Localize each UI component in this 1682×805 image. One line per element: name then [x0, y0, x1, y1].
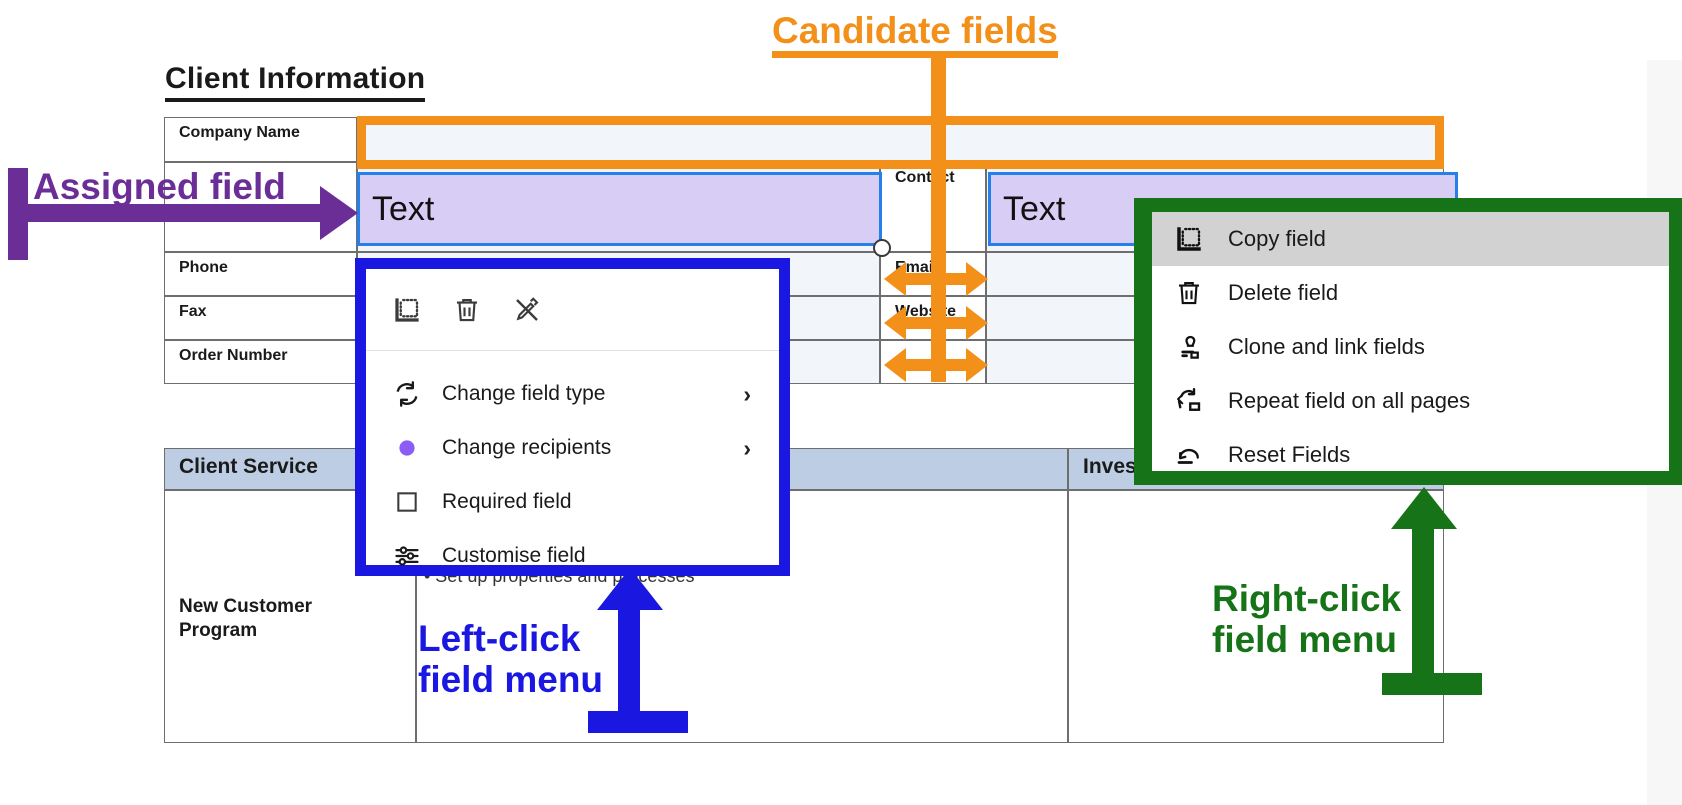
recipient-dot-icon [390, 431, 424, 465]
assigned-field-text: Text [372, 189, 435, 228]
left-click-menu-toolbar [366, 269, 779, 351]
reset-icon [1172, 438, 1206, 472]
annotation-candidate-stem [931, 52, 946, 382]
field-resize-handle[interactable] [873, 239, 891, 257]
menu-item-required-field[interactable]: Required field [366, 475, 779, 529]
assigned-field-address[interactable]: Text [357, 172, 882, 246]
menu-item-delete-field[interactable]: Delete field [1152, 266, 1669, 320]
chevron-right-icon: › [743, 434, 751, 461]
annotation-right-click-arrow [1382, 487, 1482, 697]
assigned-field-text-2: Text [1003, 189, 1066, 228]
annotation-right-click-line1: Right-click [1212, 578, 1402, 619]
table-cell-label-phone: Phone [164, 252, 357, 296]
annotation-candidate-fields-label: Candidate fields [772, 12, 1058, 58]
menu-item-label: Reset Fields [1228, 442, 1351, 467]
annotation-left-click-arrow [588, 568, 688, 736]
checkbox-icon[interactable] [390, 485, 424, 519]
page-title: Client Information [165, 63, 426, 102]
left-click-field-menu-highlight: Change field type › Change recipients › … [355, 258, 790, 576]
menu-item-copy-field[interactable]: Copy field [1152, 212, 1669, 266]
header-client-service: Client Service [179, 455, 318, 478]
change-field-type-icon [390, 377, 424, 411]
annotation-right-click-label: Right-click field menu [1212, 578, 1401, 661]
label-phone: Phone [179, 259, 228, 276]
left-click-field-menu[interactable]: Change field type › Change recipients › … [366, 269, 779, 567]
stamp-icon [1172, 330, 1206, 364]
menu-item-label: Repeat field on all pages [1228, 388, 1471, 413]
label-order-number: Order Number [179, 347, 288, 364]
annotation-assigned-field-label: Assigned field [33, 166, 286, 207]
menu-item-reset-fields[interactable]: Reset Fields [1152, 428, 1669, 482]
menu-item-label: Required field [442, 490, 572, 513]
menu-item-label: Customise field [442, 544, 586, 567]
annotation-right-click-line2: field menu [1212, 619, 1398, 661]
candidate-arrow-extra [884, 348, 988, 382]
menu-item-change-recipients[interactable]: Change recipients › [366, 421, 779, 475]
annotation-assigned-arrow [8, 168, 360, 260]
repeat-icon [1172, 384, 1206, 418]
label-company-name: Company Name [179, 124, 300, 141]
menu-item-change-field-type[interactable]: Change field type › [366, 367, 779, 421]
client-service-table: Client Service Investment New CustomerPr… [164, 448, 1444, 743]
menu-item-customise-field[interactable]: Customise field [366, 529, 779, 583]
label-fax: Fax [179, 303, 207, 320]
menu-item-label: Clone and link fields [1228, 334, 1425, 359]
annotation-left-click-line2: field menu [418, 659, 604, 701]
candidate-arrow-website [884, 306, 988, 340]
unlink-pen-icon[interactable] [510, 293, 544, 327]
table-cell-label-order-number: Order Number [164, 340, 357, 384]
menu-item-label: Copy field [1228, 226, 1326, 251]
table-cell-investment-detail [1068, 490, 1444, 743]
table-cell-label-company-name: Company Name [164, 117, 357, 162]
table-cell-label-fax: Fax [164, 296, 357, 340]
menu-item-label: Change field type [442, 382, 606, 405]
chevron-right-icon: › [743, 380, 751, 407]
trash-icon [1172, 276, 1206, 310]
right-click-field-menu-highlight: Copy field Delete field [1134, 198, 1682, 485]
trash-icon[interactable] [450, 293, 484, 327]
annotation-left-click-label: Left-click field menu [418, 618, 603, 701]
candidate-arrow-email [884, 262, 988, 296]
menu-item-repeat-field-on-all-pages[interactable]: Repeat field on all pages [1152, 374, 1669, 428]
annotation-left-click-line1: Left-click [418, 618, 581, 659]
sliders-icon [390, 539, 424, 573]
right-click-field-menu[interactable]: Copy field Delete field [1152, 212, 1669, 471]
menu-item-label: Change recipients [442, 436, 612, 459]
menu-item-label: Delete field [1228, 280, 1339, 305]
copy-field-icon [1172, 222, 1206, 256]
menu-item-clone-and-link-fields[interactable]: Clone and link fields [1152, 320, 1669, 374]
candidate-field-highlight [357, 116, 1444, 169]
copy-field-icon[interactable] [390, 293, 424, 327]
